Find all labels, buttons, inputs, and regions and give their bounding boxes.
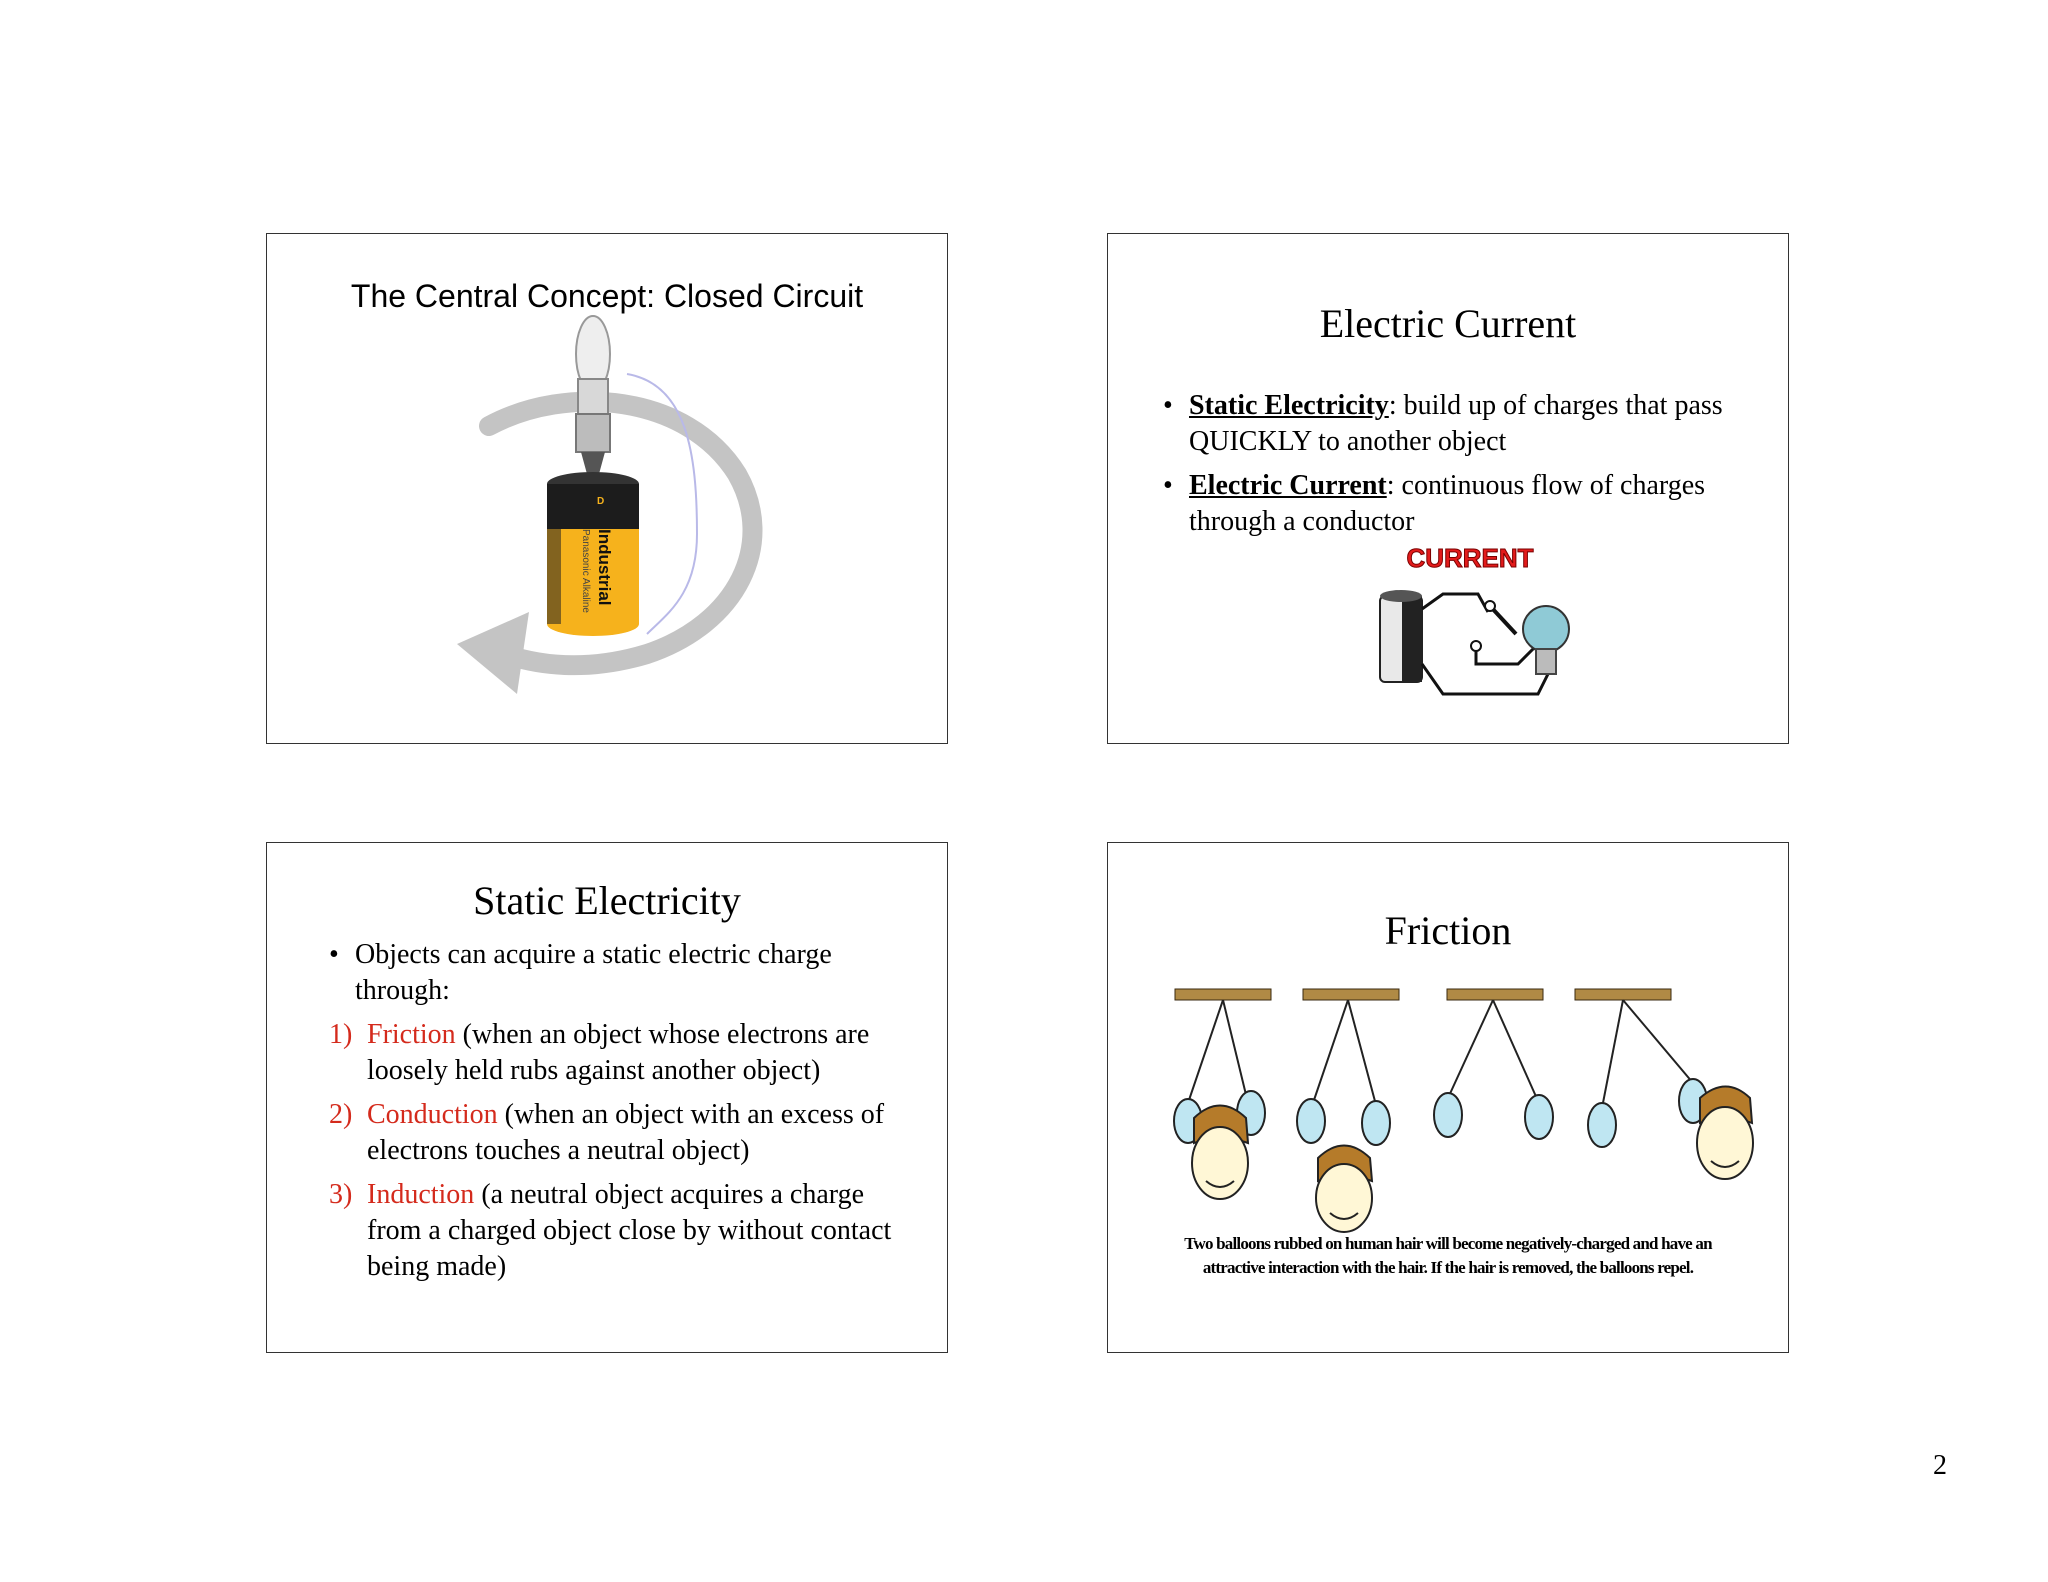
circuit-illustration: CURRENT bbox=[1379, 543, 1570, 696]
current-badge: CURRENT bbox=[1406, 543, 1533, 573]
slide-static-electricity: Static Electricity • Objects can acquire… bbox=[266, 842, 948, 1353]
list-item-friction: 1) Friction (when an object whose electr… bbox=[329, 1017, 909, 1089]
bullet-electric-current: • Electric Current: continuous flow of c… bbox=[1163, 468, 1753, 540]
balloon-icon bbox=[1524, 1094, 1554, 1140]
slide-title: Friction bbox=[1384, 908, 1512, 953]
arrowhead-icon bbox=[457, 612, 529, 694]
slide-electric-current: Electric Current • Static Electricity: b… bbox=[1107, 233, 1789, 744]
item-key: Friction bbox=[367, 1019, 456, 1050]
caption-line: attractive interaction with the hair. If… bbox=[1202, 1258, 1694, 1277]
svg-text:D: D bbox=[597, 496, 604, 507]
slide-title: Static Electricity bbox=[473, 878, 741, 923]
item-number: 2) bbox=[329, 1099, 353, 1130]
term: Static Electricity bbox=[1189, 390, 1389, 421]
balloon-icon bbox=[1433, 1092, 1463, 1138]
content-list: • Objects can acquire a static electric … bbox=[329, 937, 909, 1293]
bullet-static-electricity: • Static Electricity: build up of charge… bbox=[1163, 388, 1753, 460]
switch-icon bbox=[1488, 604, 1518, 636]
face-icon bbox=[1315, 1144, 1374, 1233]
battery-bulb-illustration: D Industrial Panasonic Alkaline bbox=[457, 315, 763, 694]
intro-text: Objects can acquire a static electric ch… bbox=[355, 939, 832, 1006]
light-bulb-icon bbox=[1522, 605, 1570, 653]
face-icon bbox=[1191, 1104, 1250, 1200]
friction-caption: Two balloons rubbed on human hair will b… bbox=[1168, 1232, 1728, 1280]
definition: : continuous flow of charges through a c… bbox=[1189, 470, 1706, 537]
item-number: 1) bbox=[329, 1019, 353, 1050]
face-icon bbox=[1696, 1085, 1754, 1180]
bullet-dot: • bbox=[329, 939, 339, 970]
list-item-conduction: 2) Conduction (when an object with an ex… bbox=[329, 1097, 909, 1169]
slide-title: Electric Current bbox=[1319, 301, 1577, 346]
item-text: (when an object with an excess of electr… bbox=[367, 1099, 885, 1166]
slide-friction: Friction bbox=[1107, 842, 1789, 1353]
slide-closed-circuit: The Central Concept: Closed Circuit D In… bbox=[266, 233, 948, 744]
svg-text:Industrial: Industrial bbox=[595, 529, 614, 606]
bullet-dot: • bbox=[1163, 470, 1173, 501]
item-number: 3) bbox=[329, 1179, 353, 1210]
page-number: 2 bbox=[1933, 1450, 1947, 1481]
balloon-icon bbox=[1361, 1100, 1391, 1146]
balloons-illustration bbox=[1173, 988, 1754, 1233]
item-key: Induction bbox=[367, 1179, 475, 1210]
list-item-induction: 3) Induction (a neutral object acquires … bbox=[329, 1177, 909, 1285]
bullet-intro: • Objects can acquire a static electric … bbox=[329, 937, 909, 1009]
bullet-list: • Static Electricity: build up of charge… bbox=[1163, 388, 1753, 548]
balloon-icon bbox=[1296, 1098, 1326, 1144]
bullet-dot: • bbox=[1163, 390, 1173, 421]
item-key: Conduction bbox=[367, 1099, 498, 1130]
svg-text:Panasonic Alkaline: Panasonic Alkaline bbox=[580, 529, 591, 613]
caption-line: Two balloons rubbed on human hair will b… bbox=[1184, 1234, 1712, 1253]
slide-title: The Central Concept: Closed Circuit bbox=[350, 278, 864, 314]
item-text: (a neutral object acquires a charge from… bbox=[367, 1179, 892, 1282]
balloon-icon bbox=[1587, 1102, 1617, 1148]
definition: : build up of charges that pass QUICKLY … bbox=[1189, 390, 1723, 457]
term: Electric Current bbox=[1189, 470, 1387, 501]
item-text: (when an object whose electrons are loos… bbox=[367, 1019, 870, 1086]
